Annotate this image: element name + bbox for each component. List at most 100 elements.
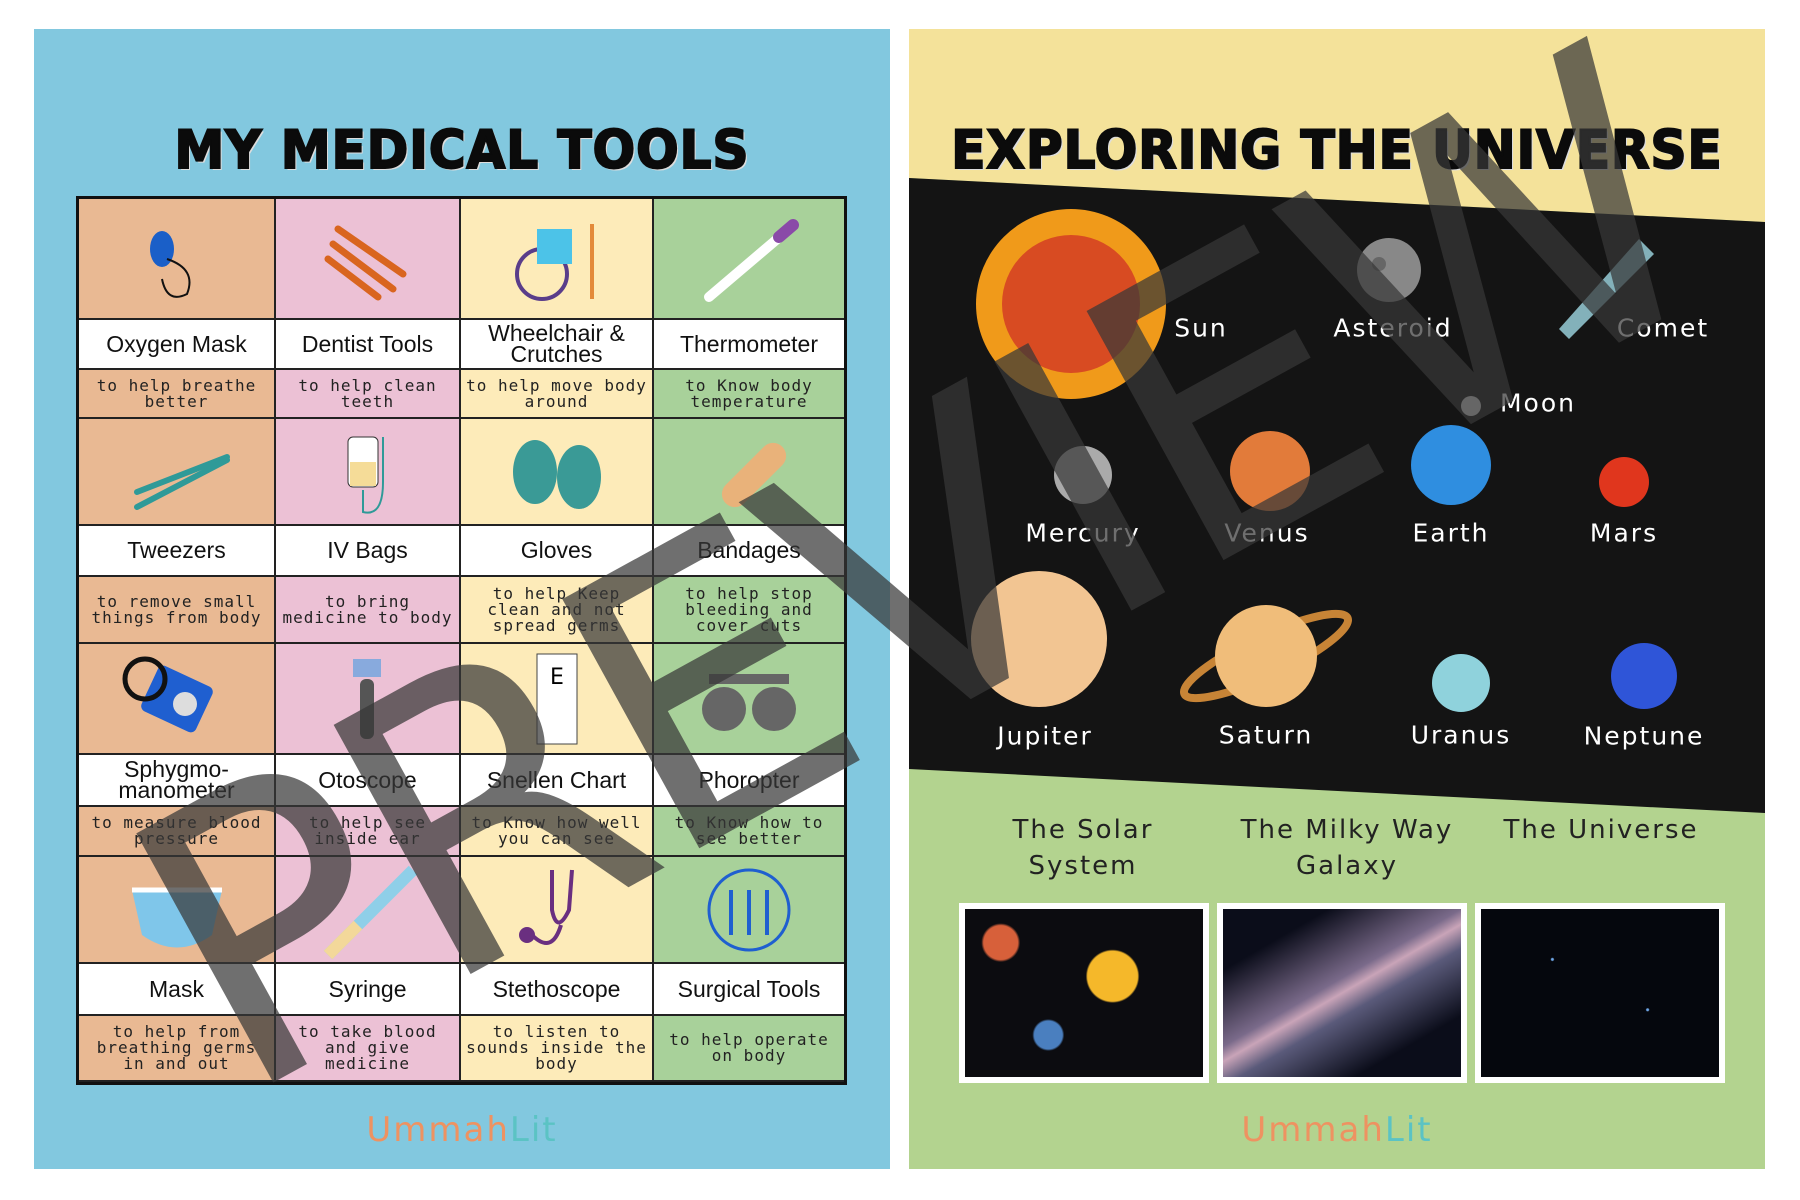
syringe-icon: [323, 865, 417, 959]
tool-image: [461, 199, 654, 320]
tool-description: to bring medicine to body: [276, 577, 461, 644]
tool-description: to Know how well you can see: [461, 807, 654, 857]
blood-pressure-cuff-icon: [122, 656, 213, 732]
tool-name: Snellen Chart: [461, 755, 654, 807]
label-neptune: Neptune: [1583, 721, 1705, 751]
label-earth: Earth: [1412, 518, 1490, 548]
tweezers-icon: [133, 453, 230, 510]
label-mercury: Mercury: [1025, 518, 1141, 548]
tool-description: to measure blood pressure: [79, 807, 276, 857]
tool-name: IV Bags: [276, 526, 461, 577]
tool-description: to remove small things from body: [79, 577, 276, 644]
tool-name: Gloves: [461, 526, 654, 577]
tool-image: [276, 199, 461, 320]
tool-name: Wheelchair & Crutches: [461, 320, 654, 370]
tool-name: Syringe: [276, 964, 461, 1016]
tool-description: to help see inside ear: [276, 807, 461, 857]
moon-icon: [1461, 396, 1481, 416]
tool-description: to help breathe better: [79, 370, 276, 419]
scale-title: The Solar System: [1012, 815, 1154, 881]
asteroid-icon: [1357, 238, 1421, 302]
tool-name: Tweezers: [79, 526, 276, 577]
ummahlit-logo: UmmahLit: [1241, 1110, 1433, 1150]
venus-icon: [1230, 431, 1310, 511]
tool-name: Surgical Tools: [654, 964, 844, 1016]
wheelchair-icon: [514, 223, 594, 301]
oxygen-mask-icon: [149, 230, 190, 298]
iv-bag-icon: [347, 436, 384, 514]
phoropter-icon: [702, 673, 796, 731]
scale-photo: [959, 903, 1209, 1083]
tool-name: Oxygen Mask: [79, 320, 276, 370]
scale-title: The Universe: [1503, 815, 1699, 845]
tool-name: Phoropter: [654, 755, 844, 807]
tool-image: [654, 419, 844, 526]
label-venus: Venus: [1224, 518, 1310, 548]
saturn-icon: [1179, 605, 1353, 707]
tool-name: Mask: [79, 964, 276, 1016]
ummahlit-logo: UmmahLit: [366, 1110, 558, 1150]
tool-name: Bandages: [654, 526, 844, 577]
tool-description: to listen to sounds inside the body: [461, 1016, 654, 1082]
tool-image: [79, 419, 276, 526]
tool-image: [79, 199, 276, 320]
gloves-icon: [512, 439, 601, 509]
tool-name: Sphygmo-manometer: [79, 755, 276, 807]
bandage-icon: [721, 442, 787, 507]
stethoscope-icon: [518, 869, 574, 945]
tool-name: Stethoscope: [461, 964, 654, 1016]
tool-description: to help Keep clean and not spread germs: [461, 577, 654, 644]
comet-icon: [1559, 239, 1654, 339]
tool-image: [79, 644, 276, 755]
tool-image: [276, 419, 461, 526]
tool-description: to help move body around: [461, 370, 654, 419]
tool-name: Thermometer: [654, 320, 844, 370]
poster-title: MY MEDICAL TOOLS: [173, 119, 750, 182]
eye-chart-icon: E: [536, 653, 577, 744]
tool-image: [654, 644, 844, 755]
mercury-icon: [1054, 446, 1112, 504]
label-comet: Comet: [1616, 313, 1710, 343]
scale-photo: [1217, 903, 1467, 1083]
surgical-tools-icon: [707, 868, 791, 951]
thermometer-icon: [704, 218, 799, 302]
label-saturn: Saturn: [1218, 720, 1314, 750]
poster-title: EXPLORING THE UNIVERSE: [950, 119, 1723, 182]
scale-photo: [1475, 903, 1725, 1083]
sun-icon: [976, 209, 1166, 399]
jupiter-icon: [971, 571, 1107, 707]
mars-icon: [1599, 457, 1649, 507]
tool-name: Dentist Tools: [276, 320, 461, 370]
tool-description: to help clean teeth: [276, 370, 461, 419]
tool-image: [276, 644, 461, 755]
tool-image: [276, 857, 461, 964]
tool-description: to Know body temperature: [654, 370, 844, 419]
tool-image: [461, 419, 654, 526]
label-sun: Sun: [1174, 313, 1228, 343]
tool-image: [79, 857, 276, 964]
earth-icon: [1411, 425, 1491, 505]
face-mask-icon: [131, 887, 222, 947]
tool-image: [461, 857, 654, 964]
tool-description: to Know how to see better: [654, 807, 844, 857]
tool-description: to help operate on body: [654, 1016, 844, 1082]
scale-title: The Milky Way Galaxy: [1240, 815, 1454, 881]
svg-text:E: E: [550, 665, 564, 690]
tool-description: to help stop bleeding and cover cuts: [654, 577, 844, 644]
label-uranus: Uranus: [1410, 720, 1512, 750]
dentist-tools-icon: [324, 225, 406, 300]
tool-image: [654, 857, 844, 964]
uranus-icon: [1432, 654, 1490, 712]
label-moon: Moon: [1499, 388, 1577, 418]
label-asteroid: Asteroid: [1333, 313, 1453, 343]
tool-image: E: [461, 644, 654, 755]
neptune-icon: [1611, 643, 1677, 709]
label-jupiter: Jupiter: [997, 721, 1093, 751]
tool-name: Otoscope: [276, 755, 461, 807]
tool-image: [654, 199, 844, 320]
tool-description: to help from breathing germs in and out: [79, 1016, 276, 1082]
otoscope-icon: [352, 658, 381, 739]
